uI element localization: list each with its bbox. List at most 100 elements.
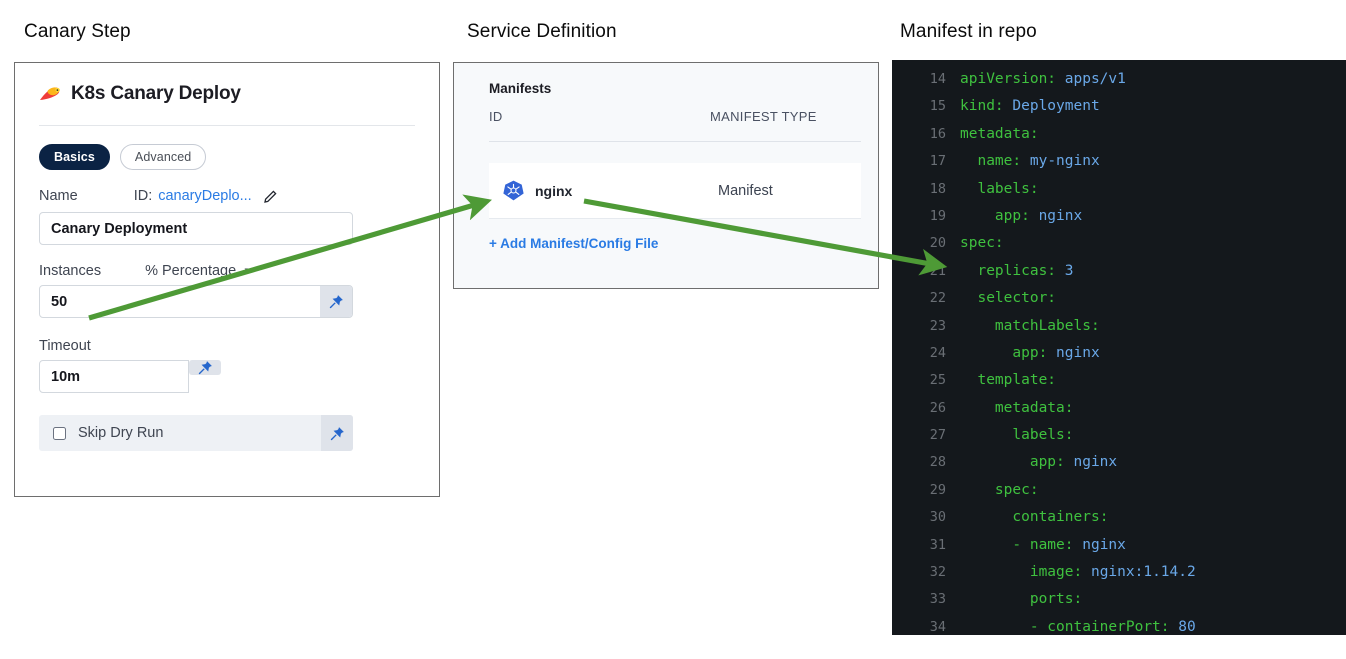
code-key: replicas: — [977, 262, 1057, 279]
caption-service-definition: Service Definition — [467, 21, 617, 42]
manifest-code-panel[interactable]: 14 apiVersion: apps/v1 15 kind: Deployment 1… — [892, 60, 1346, 635]
code-key: image: — [1029, 564, 1083, 581]
code-line: 25 template: — [892, 367, 1346, 394]
code-key: metadata: — [960, 125, 1039, 142]
code-line: 17 name: my-nginx — [892, 148, 1346, 175]
name-field-label-row: Name ID: canaryDeplo... — [39, 186, 415, 206]
instances-input-value: 50 — [51, 293, 68, 310]
code-line: 19 app: nginx — [892, 203, 1346, 230]
code-line-number: 22 — [929, 290, 946, 307]
code-line-number: 28 — [929, 454, 946, 471]
code-value: apps/v1 — [1056, 71, 1126, 87]
code-key: - name: — [1012, 536, 1074, 553]
instances-input[interactable]: 50 — [39, 285, 353, 318]
code-key: labels: — [1012, 427, 1074, 444]
code-line-number: 20 — [929, 235, 946, 252]
code-key: spec: — [960, 235, 1004, 252]
pin-icon-skip-dry-run[interactable] — [321, 415, 353, 451]
pencil-icon[interactable] — [263, 189, 278, 203]
code-line-content: app: nginx — [960, 449, 1117, 476]
canary-step-card: K8s Canary Deploy Basics Advanced Name I… — [14, 62, 440, 497]
canary-step-title: K8s Canary Deploy — [71, 83, 241, 104]
instances-label: Instances — [39, 263, 102, 279]
name-label: Name — [39, 188, 78, 204]
code-key: kind: — [960, 98, 1004, 115]
add-manifest-link[interactable]: + Add Manifest/Config File — [489, 236, 659, 251]
code-line: 26 metadata: — [892, 395, 1346, 422]
code-line-content: template: — [960, 367, 1056, 394]
code-line-content: - name: nginx — [960, 532, 1126, 559]
code-line-content: name: my-nginx — [960, 148, 1100, 175]
code-line-content: selector: — [960, 285, 1056, 312]
code-line: 28 app: nginx — [892, 449, 1346, 476]
pin-icon-instances[interactable] — [320, 286, 352, 317]
name-input[interactable]: Canary Deployment — [39, 212, 353, 245]
header-divider — [39, 125, 415, 126]
code-value: Deployment — [1003, 98, 1100, 115]
code-line-number: 26 — [929, 399, 946, 416]
code-value: nginx:1.14.2 — [1082, 564, 1196, 581]
code-line-number: 21 — [929, 262, 946, 279]
column-header-manifest-type: MANIFEST TYPE — [710, 109, 817, 124]
code-line-content: labels: — [960, 422, 1074, 449]
code-line-content: replicas: 3 — [960, 258, 1074, 285]
code-line-content: spec: — [960, 230, 1004, 257]
instances-unit-value: % Percentage — [145, 263, 237, 279]
code-key: template: — [977, 372, 1057, 389]
code-key: spec: — [994, 481, 1039, 498]
code-line: 23 matchLabels: — [892, 313, 1346, 340]
code-line-number: 14 — [929, 71, 946, 87]
code-value: my-nginx — [1021, 153, 1100, 170]
code-line: 21 replicas: 3 — [892, 258, 1346, 285]
code-value: nginx — [1029, 207, 1083, 224]
chevron-down-icon — [244, 267, 255, 275]
code-line-content: metadata: — [960, 395, 1074, 422]
code-value: 3 — [1056, 262, 1074, 279]
code-key: app: — [994, 207, 1030, 224]
code-key: ports: — [1029, 591, 1083, 608]
code-line-number: 19 — [929, 207, 946, 224]
code-line: 20 spec: — [892, 230, 1346, 257]
instances-label-row: Instances % Percentage — [39, 263, 415, 279]
code-line-number: 30 — [929, 509, 946, 526]
code-line-number: 32 — [929, 564, 946, 581]
code-key: apiVersion: — [960, 71, 1057, 87]
code-value: nginx — [1073, 536, 1126, 553]
pin-icon-timeout[interactable] — [189, 360, 221, 375]
code-line-number: 16 — [929, 125, 946, 142]
table-header-divider — [489, 141, 861, 142]
code-line: 30 containers: — [892, 504, 1346, 531]
code-value: 80 — [1169, 618, 1196, 635]
code-line-content: ports: — [960, 586, 1082, 613]
code-key: app: — [1029, 454, 1065, 471]
code-line: 14 apiVersion: apps/v1 — [892, 66, 1346, 93]
instances-unit-dropdown[interactable]: % Percentage — [145, 263, 255, 279]
name-input-value: Canary Deployment — [51, 220, 188, 237]
skip-dry-run-checkbox[interactable] — [53, 426, 66, 440]
code-line-content: apiVersion: apps/v1 — [960, 66, 1126, 93]
timeout-input[interactable]: 10m — [39, 360, 189, 393]
tab-basics[interactable]: Basics — [39, 144, 110, 170]
skip-dry-run-label: Skip Dry Run — [78, 425, 164, 441]
code-value: nginx — [1047, 344, 1100, 361]
code-line-number: 24 — [929, 344, 946, 361]
step-id-group[interactable]: ID: canaryDeplo... — [134, 188, 278, 204]
code-key: app: — [1012, 344, 1048, 361]
code-line: 33 ports: — [892, 586, 1346, 613]
code-line-number: 17 — [929, 153, 946, 170]
service-definition-card: Manifests ID MANIFEST TYPE — [453, 62, 879, 289]
tab-group: Basics Advanced — [39, 144, 415, 170]
table-row[interactable]: nginx Manifest — [489, 163, 861, 218]
code-line: 24 app: nginx — [892, 340, 1346, 367]
code-line-number: 29 — [929, 481, 946, 498]
code-line-number: 15 — [929, 98, 946, 115]
tab-advanced[interactable]: Advanced — [119, 144, 207, 170]
code-line-content: app: nginx — [960, 340, 1100, 367]
code-line-content: app: nginx — [960, 203, 1082, 230]
code-key: name: — [977, 153, 1022, 170]
code-line-number: 23 — [929, 317, 946, 334]
code-line-content: labels: — [960, 176, 1038, 203]
skip-dry-run-row[interactable]: Skip Dry Run — [39, 415, 353, 451]
code-line-number: 27 — [929, 427, 946, 444]
